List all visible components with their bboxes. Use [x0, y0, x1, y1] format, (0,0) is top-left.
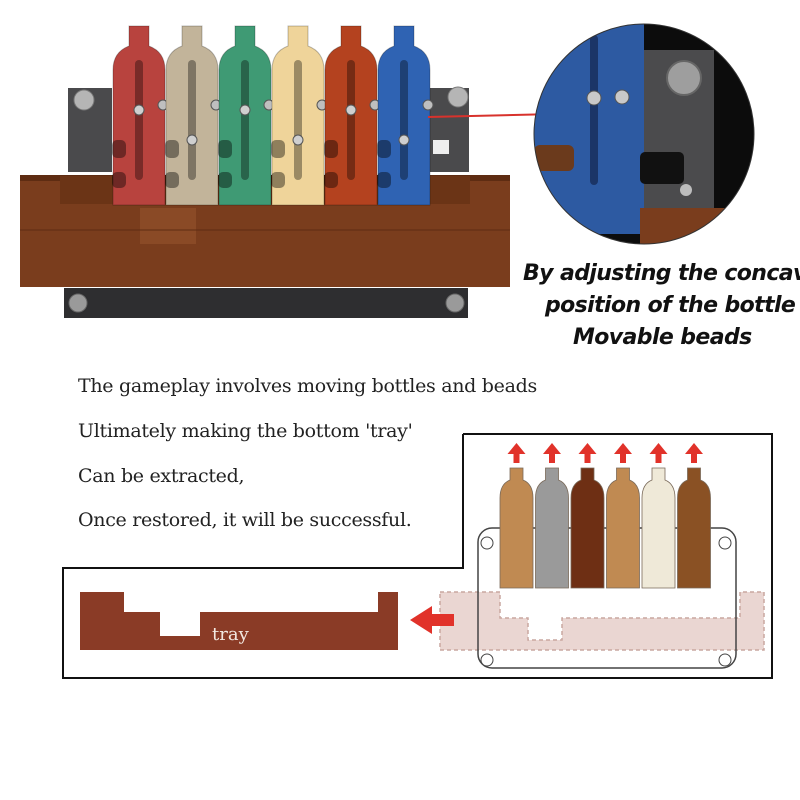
photo-bottle: [112, 25, 169, 206]
up-arrow-icon: [578, 443, 597, 463]
diagram-bottle: [677, 467, 711, 589]
ghost-tray: [439, 591, 765, 651]
diagram-bottle: [641, 467, 676, 589]
diagram-bottles-row: [499, 467, 711, 589]
diagram-bottle: [570, 467, 605, 589]
instruction-line-1: The gameplay involves moving bottles and…: [78, 375, 537, 397]
up-arrow-icon: [543, 443, 561, 463]
diagram-frame: [62, 433, 773, 679]
up-arrows: [507, 443, 703, 463]
photo-bottle: [165, 25, 222, 206]
up-arrow-icon: [614, 443, 632, 463]
instruction-line-4: Once restored, it will be successful.: [78, 509, 412, 531]
up-arrow-icon: [507, 443, 526, 463]
caption-line-3: Movable beads: [573, 325, 752, 350]
puzzle-photo: [20, 25, 599, 318]
bottles-row: [112, 25, 434, 206]
instruction-line-3: Can be extracted,: [78, 465, 245, 487]
diagram-bottle: [606, 467, 640, 589]
zoom-caption: By adjusting the concave position of the…: [523, 258, 800, 354]
instruction-line-2: Ultimately making the bottom 'tray': [78, 420, 413, 442]
photo-bottle: [324, 25, 381, 206]
diagram-bottle: [499, 467, 534, 589]
caption-line-1: By adjusting the concave: [523, 261, 800, 286]
photo-bottle: [218, 25, 275, 206]
up-arrow-icon: [685, 443, 703, 463]
zoom-detail: [533, 23, 755, 245]
left-arrow-icon: [410, 606, 454, 634]
caption-line-2: position of the bottle: [545, 293, 796, 318]
diagram-bottle: [535, 467, 569, 589]
up-arrow-icon: [649, 443, 668, 463]
tray: [80, 592, 398, 650]
metal-bar: [64, 288, 468, 318]
tray-label: tray: [212, 624, 250, 645]
photo-bottle: [377, 25, 434, 206]
photo-bottle: [271, 25, 328, 206]
extraction-diagram: tray: [62, 433, 773, 679]
